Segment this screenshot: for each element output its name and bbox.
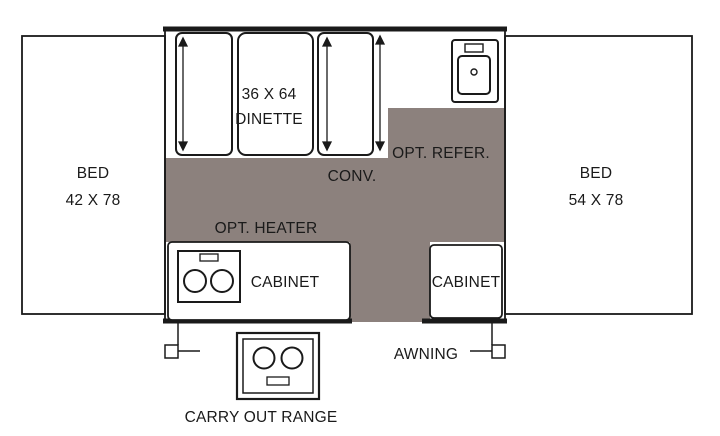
sink-icon: [451, 39, 499, 103]
right-bed-name: BED: [580, 165, 612, 182]
heater-label: OPT. HEATER: [215, 220, 318, 237]
right-bed: [504, 35, 693, 315]
stabilizer-jack-right: [470, 323, 506, 359]
floor-area: [165, 108, 505, 322]
stabilizer-jack-left: [164, 323, 200, 359]
left-bed-size: 42 X 78: [66, 192, 121, 209]
dinette-seat-left: [175, 32, 233, 156]
refer-label: OPT. REFER.: [392, 145, 490, 162]
conversion-arrows: [177, 34, 386, 152]
carry-out-range-label: CARRY OUT RANGE: [185, 409, 338, 426]
left-bed: [21, 35, 166, 315]
left-bed-name: BED: [77, 165, 109, 182]
dinette-seat-right: [317, 32, 374, 156]
conv-label: CONV.: [328, 168, 377, 185]
right-cabinet-label: CABINET: [432, 274, 501, 291]
dinette-size: 36 X 64: [242, 86, 297, 103]
awning-label: AWNING: [394, 346, 458, 363]
carry-out-range-icon: [235, 331, 321, 401]
dinette-table: [237, 32, 314, 156]
left-cabinet-label: CABINET: [251, 274, 320, 291]
right-bed-size: 54 X 78: [569, 192, 624, 209]
right-cabinet: [429, 244, 503, 319]
dinette-name: DINETTE: [235, 111, 303, 128]
stove-icon: [177, 250, 241, 303]
